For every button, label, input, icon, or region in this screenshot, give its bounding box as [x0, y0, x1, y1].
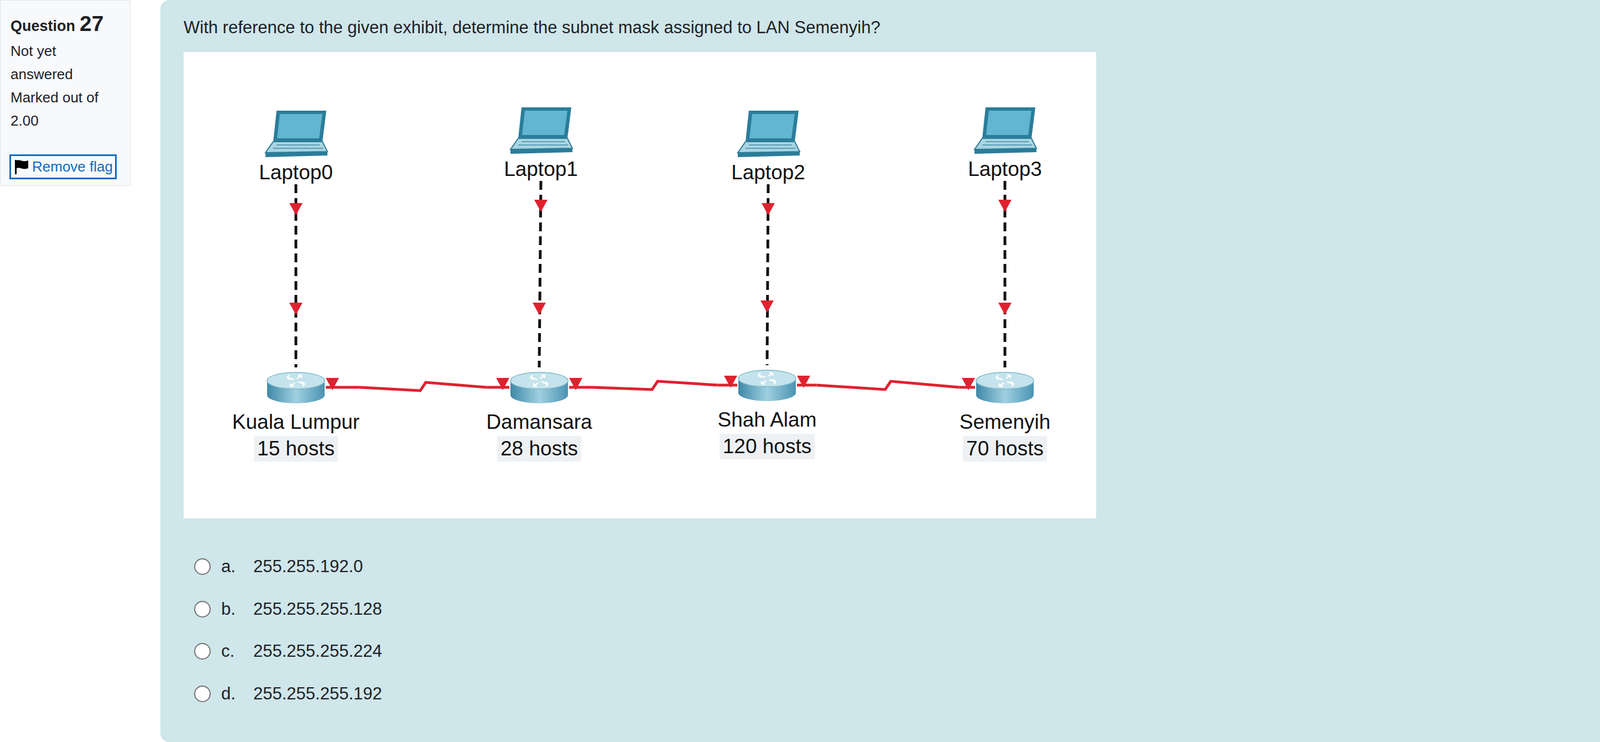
radio-button — [194, 558, 211, 575]
option-text: 255.255.255.192 — [253, 683, 383, 704]
serial-stub — [569, 386, 593, 389]
router-device: Damansara28 hosts — [486, 367, 592, 462]
flag-label: Remove flag — [32, 158, 113, 176]
option-text: 255.255.255.224 — [253, 640, 383, 661]
link-indicator — [532, 302, 546, 315]
host-count: 28 hosts — [497, 435, 582, 462]
exhibit-image — [183, 51, 1097, 519]
laptop-icon — [732, 108, 805, 161]
status-text: Not yet answered — [10, 39, 111, 86]
serial-link — [816, 381, 960, 390]
question-text: With reference to the given exhibit, det… — [183, 17, 881, 38]
serial-link — [359, 382, 487, 391]
question-number-row: Question27 — [10, 11, 122, 36]
radio-button — [194, 685, 211, 702]
question-word: Question — [10, 17, 76, 35]
question-number: 27 — [79, 11, 104, 36]
link-indicator — [761, 202, 775, 216]
serial-stub — [486, 386, 510, 389]
link-indicator — [998, 302, 1012, 315]
serial-stub — [796, 383, 817, 387]
host-count: 70 hosts — [962, 435, 1047, 462]
link-indicator — [496, 377, 510, 390]
marks-text: Marked out of 2.00 — [10, 85, 111, 133]
router-device: Shah Alam120 hosts — [717, 365, 817, 460]
laptop-device: Laptop1 — [503, 105, 578, 181]
laptop-device: Laptop2 — [731, 108, 806, 185]
link-indicator — [289, 202, 303, 216]
link-indicator — [289, 302, 303, 315]
radio-button — [194, 643, 211, 659]
serial-stub — [717, 383, 738, 387]
router-icon — [973, 367, 1036, 408]
laptop-icon — [968, 105, 1041, 158]
option-text: 255.255.192.0 — [253, 556, 363, 577]
link-indicator — [961, 377, 976, 390]
link-indicator — [534, 199, 548, 212]
option-letter: a. — [221, 556, 236, 577]
host-count: 120 hosts — [719, 433, 815, 460]
link-indicator — [325, 377, 340, 390]
router-name: Damansara — [486, 410, 592, 434]
laptop-icon — [504, 105, 577, 158]
link-indicator — [796, 375, 811, 388]
router-icon — [736, 365, 799, 405]
laptop-icon — [259, 108, 332, 161]
link-indicator — [723, 375, 738, 388]
router-device: Semenyih70 hosts — [959, 367, 1051, 462]
device-label: Laptop2 — [731, 160, 806, 185]
router-name: Semenyih — [959, 410, 1051, 434]
radio-button — [194, 601, 211, 617]
router-device: Kuala Lumpur15 hosts — [232, 367, 360, 462]
option-text: 255.255.255.128 — [253, 598, 383, 619]
laptop-device: Laptop0 — [258, 108, 333, 185]
device-label: Laptop1 — [503, 157, 578, 181]
option-letter: c. — [221, 640, 235, 661]
serial-link — [592, 381, 718, 390]
question-info-box: Question27Not yet answeredMarked out of … — [0, 0, 131, 186]
flag-icon — [13, 158, 30, 176]
link-indicator — [998, 199, 1012, 212]
question-panel — [160, 0, 1600, 742]
link-indicator — [569, 377, 583, 390]
flag-button: Remove flag — [9, 154, 117, 180]
host-count: 15 hosts — [253, 435, 338, 462]
device-label: Laptop0 — [258, 160, 333, 185]
device-label: Laptop3 — [967, 157, 1042, 181]
laptop-device: Laptop3 — [967, 105, 1042, 181]
router-name: Shah Alam — [717, 408, 817, 432]
option-letter: d. — [221, 683, 236, 704]
router-icon — [264, 367, 327, 408]
router-icon — [508, 367, 571, 408]
question-panel: With reference to the given exhibit, det… — [160, 0, 1600, 742]
option-letter: b. — [221, 598, 236, 619]
router-name: Kuala Lumpur — [232, 410, 360, 434]
link-indicator — [760, 300, 774, 313]
